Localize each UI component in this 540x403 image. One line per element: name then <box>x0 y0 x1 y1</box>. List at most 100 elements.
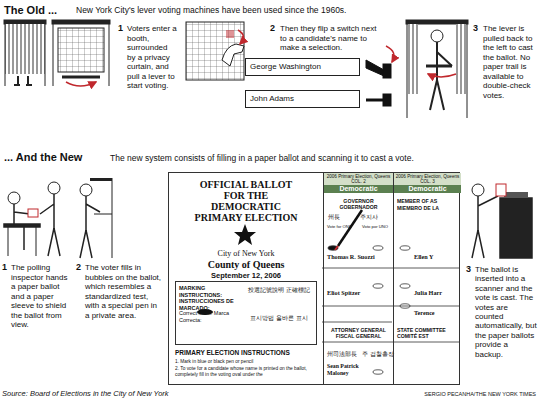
node-text: MIEMBRO DE LA <box>397 205 439 211</box>
node-text: September 12, 2006 <box>177 271 315 280</box>
node-text: 2006 Primary Election, Queens COL. 3 <box>394 173 461 185</box>
poll-inspector-part <box>4 224 40 227</box>
voter-at-scanner-part <box>496 184 506 196</box>
node-text: 2006 Primary Election, Queens COL. 2 <box>324 173 393 185</box>
node-text: City of New York <box>177 249 315 259</box>
credit: SERGIO PECANHA/THE NEW YORK TIMES <box>380 391 536 398</box>
selection-lever-part <box>366 99 384 102</box>
node-text: 州長 <box>328 213 340 220</box>
source-note: Source: Board of Elections in the City o… <box>2 389 169 398</box>
voter-at-scanner-part <box>472 184 484 196</box>
callout-number: 2 <box>270 23 275 34</box>
node-text: Voto por UNO <box>362 224 388 229</box>
voter-pulling-lever <box>406 20 468 118</box>
node-text: Democratic <box>394 185 461 193</box>
lever-machine-front <box>52 20 110 86</box>
booth-curtain-part <box>5 24 45 74</box>
voter-pulling-lever-part <box>406 20 468 24</box>
poll-inspector-part <box>48 182 60 194</box>
voter-at-scanner-part <box>472 196 498 258</box>
voter-marking-booth-part <box>94 178 112 258</box>
node-text: Correct Mark: Marca Correcta: <box>179 310 239 323</box>
step-text: Then they flip a switch next to a candid… <box>280 24 384 53</box>
machine-switches-part <box>186 22 244 80</box>
voter-at-scanner-part <box>500 198 532 258</box>
node-text: Terence <box>414 309 435 316</box>
booth-curtain-part <box>5 24 45 86</box>
node-text: Sean Patrick Maloney <box>327 363 379 377</box>
voter-marking-booth-part <box>80 196 100 258</box>
node-text: MEMBER OF AS <box>397 198 437 204</box>
ballot-art-part <box>400 284 410 288</box>
voter-pulling-lever-part <box>428 74 456 77</box>
poll-inspector-part <box>40 194 60 256</box>
poll-inspector-part <box>8 227 36 256</box>
step-text: The polling inspector hands a paper ball… <box>11 263 69 330</box>
ballot-art-part <box>234 224 256 245</box>
node-text: 2. To vote for a candidate whose name is… <box>175 366 319 378</box>
lever-machine-front-part <box>53 24 109 86</box>
node-text: Ellen Y <box>414 253 434 260</box>
subtitle: The new system consists of filling in a … <box>110 153 538 163</box>
selection-lever-part <box>383 94 391 106</box>
machine-switches-part <box>226 30 234 38</box>
callout-number: 1 <box>118 23 123 34</box>
instructions-box: MARKING INSTRUCTIONS: INSTRUCCIONES DE M… <box>175 281 317 345</box>
ballot-column: 2006 Primary Election, Queens COL. 2Demo… <box>323 173 393 384</box>
node-text: MARKING INSTRUCTIONS: INSTRUCCIONES DE M… <box>179 285 241 311</box>
node-text: George Washington <box>250 62 321 72</box>
step-text: The ballot is inserted into a scanner an… <box>475 265 538 359</box>
voter-pulling-lever-part <box>431 30 443 42</box>
ballot-art-part <box>373 284 383 288</box>
selection-lever-part <box>383 64 391 78</box>
ballot-art-part <box>335 246 338 250</box>
node-text: 주지사 <box>360 213 378 220</box>
node-text: Thomas R. Suozzi <box>327 253 375 260</box>
voter-pulling-lever-part <box>408 24 418 94</box>
lever-machine-front-part <box>52 20 110 24</box>
poll-inspector-part <box>8 192 20 204</box>
step-text: The lever is pulled back to the left to … <box>483 24 538 100</box>
section-heading: The Old ... <box>4 4 57 17</box>
step-text: The voter fills in bubbles on the ballot… <box>85 263 163 320</box>
selection-lever-part <box>386 46 394 62</box>
node-text: Julia Harr <box>414 289 442 296</box>
node-text: John Adams <box>250 94 294 104</box>
node-text: 1. Mark in blue or black pen or pencil <box>175 359 319 365</box>
booth-curtain-part <box>4 20 46 24</box>
booth-curtain <box>4 20 46 86</box>
machine-switches <box>186 22 244 80</box>
ballot-column: 2006 Primary Election, Queens COL. 3Demo… <box>393 173 461 384</box>
lever-machine-front-part <box>66 82 96 86</box>
node-text: 州司法部長 <box>327 351 357 358</box>
voter-pulling-lever-part <box>426 65 452 68</box>
ballot-art-part <box>400 246 410 250</box>
candidate-box: John Adams <box>245 90 360 108</box>
node-text: ATTORNEY GENERAL FISCAL GENERAL <box>324 327 393 339</box>
section-heading: ... And the New <box>4 151 82 164</box>
node-text: OFFICIAL BALLOT FOR THE DEMOCRATIC PRIMA… <box>189 179 303 223</box>
voter-marking-booth-part <box>90 178 112 181</box>
node-text: 표시방법 올바른 표시 <box>244 314 314 321</box>
callout-number: 2 <box>76 262 81 273</box>
lever-machine-front-part <box>62 76 100 79</box>
ballot-art-part <box>328 246 338 250</box>
voter-pulling-lever-part <box>407 24 467 118</box>
subtitle: New York City's lever voting machines ha… <box>76 5 346 15</box>
node-text: STATE COMMITTEE COMITÉ EST <box>397 327 459 339</box>
ballot-art-part <box>373 246 383 250</box>
node-text: Vote for ONE <box>327 224 352 229</box>
callout-number: 3 <box>466 264 471 275</box>
node-text: Democratic <box>324 185 393 193</box>
ballot-art-part <box>400 304 410 308</box>
candidate-box: George Washington <box>245 58 360 76</box>
node-text: Eliot Spitzer <box>327 289 360 296</box>
node-text: 주 검찰총장 <box>362 351 394 358</box>
callout-number: 3 <box>473 23 478 34</box>
voter-at-scanner-part <box>504 192 528 198</box>
voter-marking-booth <box>80 178 112 258</box>
machine-switches-part <box>238 30 244 44</box>
selection-lever-part <box>366 60 384 76</box>
poll-inspector-part <box>28 209 38 217</box>
paper-ballot: OFFICIAL BALLOT FOR THE DEMOCRATIC PRIMA… <box>168 172 460 385</box>
